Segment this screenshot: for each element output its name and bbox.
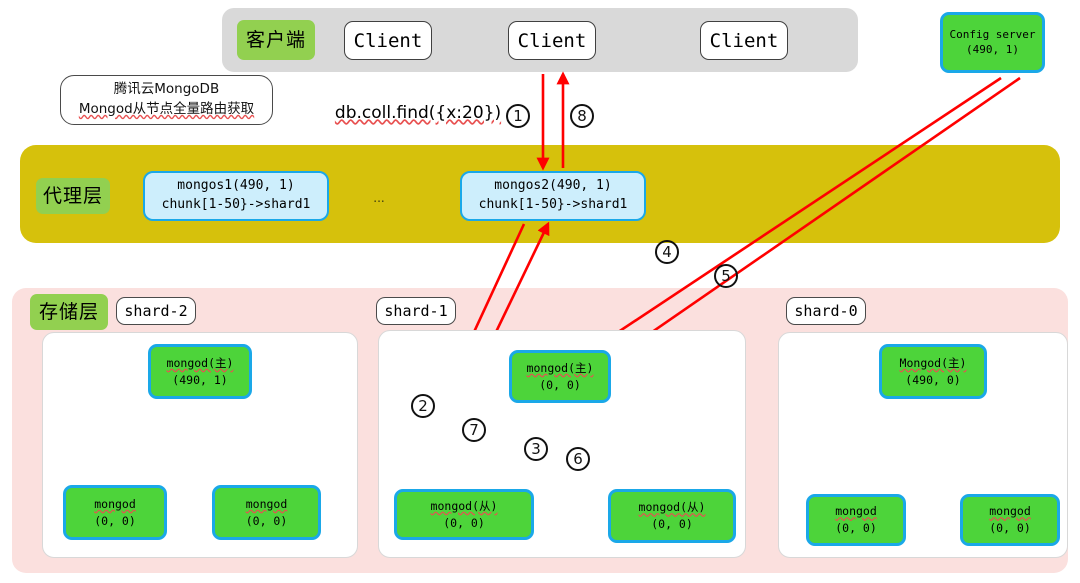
step-marker-3: 3 — [524, 437, 548, 461]
step-marker-8: 8 — [570, 104, 594, 128]
shard-1-secondary-1-name: mongod(从) — [430, 498, 498, 513]
step-marker-1: 1 — [506, 104, 530, 128]
step-marker-5: 5 — [714, 264, 738, 288]
annotation-line-2: Mongod从节点全量路由获取 — [78, 101, 255, 117]
shard-1-secondary-node-1[interactable]: mongod(从) (0, 0) — [394, 489, 534, 540]
config-server-name: Config server — [949, 27, 1036, 41]
config-server-node[interactable]: Config server (490, 1) — [940, 12, 1045, 73]
shard-2-secondary-2-name: mongod — [245, 496, 288, 511]
shard-label-shard-2: shard-2 — [116, 297, 196, 325]
mongos-2-line-1: mongos2(490, 1) — [494, 178, 612, 194]
mongos-node-2[interactable]: mongos2(490, 1) chunk[1-50}->shard1 — [460, 171, 646, 221]
shard-2-secondary-1-version: (0, 0) — [94, 513, 136, 528]
storage-layer-tag: 存储层 — [30, 294, 108, 330]
mongos-ellipsis: ... — [373, 191, 385, 205]
shard-0-primary-version: (490, 0) — [905, 372, 961, 387]
shard-2-secondary-node-1[interactable]: mongod (0, 0) — [63, 485, 167, 540]
shard-0-secondary-node-1[interactable]: mongod (0, 0) — [806, 494, 906, 546]
shard-2-secondary-node-2[interactable]: mongod (0, 0) — [212, 485, 321, 540]
mongos-1-line-1: mongos1(490, 1) — [177, 178, 295, 194]
shard-0-secondary-2-version: (0, 0) — [989, 521, 1031, 535]
step-marker-2: 2 — [411, 394, 435, 418]
client-box-1[interactable]: Client — [344, 21, 432, 60]
shard-0-secondary-2-name: mongod — [989, 504, 1031, 519]
mongos-2-line-2: chunk[1-50}->shard1 — [478, 197, 628, 212]
query-command-label: db.coll.find({x:20}) — [334, 103, 502, 123]
step-marker-6: 6 — [566, 447, 590, 471]
step-marker-4: 4 — [655, 240, 679, 264]
shard-2-primary-node[interactable]: mongod(主) (490, 1) — [148, 344, 252, 399]
mongos-1-line-2: chunk[1-50}->shard1 — [161, 197, 311, 212]
shard-1-secondary-1-version: (0, 0) — [443, 515, 485, 530]
shard-1-primary-version: (0, 0) — [539, 377, 581, 392]
shard-0-secondary-1-version: (0, 0) — [835, 521, 877, 535]
proxy-layer-tag: 代理层 — [36, 178, 110, 214]
shard-2-primary-name: mongod(主) — [166, 355, 234, 370]
shard-0-primary-name: Mongod(主) — [899, 355, 967, 370]
shard-1-secondary-node-2[interactable]: mongod(从) (0, 0) — [608, 489, 736, 543]
client-box-2[interactable]: Client — [508, 21, 596, 60]
shard-2-secondary-2-version: (0, 0) — [245, 513, 288, 528]
shard-0-primary-node[interactable]: Mongod(主) (490, 0) — [879, 344, 987, 399]
annotation-callout: 腾讯云MongoDB Mongod从节点全量路由获取 — [60, 75, 273, 125]
shard-1-primary-node[interactable]: mongod(主) (0, 0) — [509, 350, 611, 403]
config-server-version: (490, 1) — [966, 42, 1019, 56]
shard-0-secondary-1-name: mongod — [835, 504, 877, 519]
shard-label-shard-0: shard-0 — [786, 297, 866, 325]
mongos-node-1[interactable]: mongos1(490, 1) chunk[1-50}->shard1 — [143, 171, 329, 221]
step-marker-7: 7 — [462, 418, 486, 442]
shard-1-primary-name: mongod(主) — [526, 360, 594, 375]
shard-1-secondary-2-version: (0, 0) — [651, 517, 693, 531]
shard-2-secondary-1-name: mongod — [94, 496, 136, 511]
shard-0-secondary-node-2[interactable]: mongod (0, 0) — [960, 494, 1060, 546]
annotation-line-1: 腾讯云MongoDB — [113, 81, 220, 98]
shard-1-secondary-2-name: mongod(从) — [638, 500, 706, 515]
shard-2-primary-version: (490, 1) — [172, 372, 228, 387]
client-box-3[interactable]: Client — [700, 21, 788, 60]
client-layer-tag: 客户端 — [237, 20, 315, 60]
shard-label-shard-1: shard-1 — [376, 297, 456, 325]
